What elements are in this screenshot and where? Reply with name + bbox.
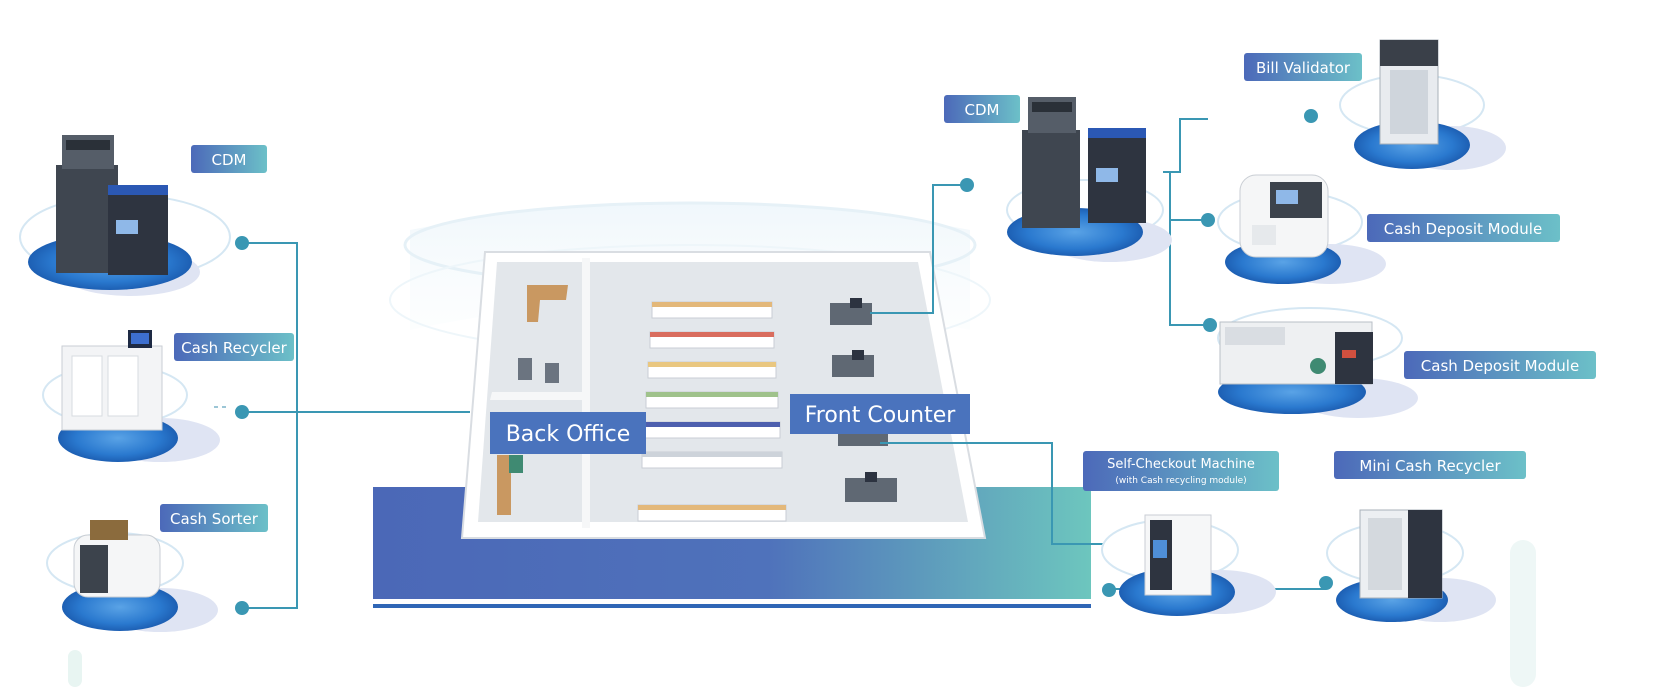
checkout-counters [830, 298, 897, 502]
tag-cash-sorter-text: Cash Sorter [170, 510, 259, 528]
zone-labels: Back Office Front Counter [490, 394, 970, 454]
tag-cash-recycler-text: Cash Recycler [181, 339, 287, 357]
tag-self-checkout-text: Self-Checkout Machine [1107, 457, 1255, 472]
tag-right-cdm: CDM [944, 95, 1020, 123]
connectors [214, 118, 1326, 609]
left-cash-sorter-device [73, 520, 161, 598]
tag-self-checkout: Self-Checkout Machine (with Cash recycli… [1083, 451, 1279, 491]
tag-cash-deposit-module-2: Cash Deposit Module [1404, 351, 1596, 379]
self-checkout-device [1144, 514, 1212, 596]
dot-cash-deposit-module-1 [1201, 213, 1215, 227]
store-shelves [637, 301, 787, 522]
device-tags: CDM Cash Recycler Cash Sorter CDM Bill V… [160, 53, 1596, 532]
tag-bill-validator: Bill Validator [1244, 53, 1362, 81]
dot-left-cdm [235, 236, 249, 250]
left-cash-recycler-device [61, 330, 163, 431]
dot-left-cash-recycler [235, 405, 249, 419]
tag-right-cdm-text: CDM [965, 101, 1000, 119]
back-office-desk [497, 285, 568, 515]
tag-bill-validator-text: Bill Validator [1256, 59, 1351, 77]
dot-left-cash-sorter [235, 601, 249, 615]
dot-self-checkout [1102, 583, 1116, 597]
tag-mini-cash-recycler-text: Mini Cash Recycler [1359, 457, 1501, 475]
dot-mini-cash-recycler [1319, 576, 1333, 590]
tag-cash-deposit-module-2-text: Cash Deposit Module [1421, 357, 1579, 375]
device-illustrations [56, 39, 1443, 599]
tag-cash-deposit-module-1: Cash Deposit Module [1367, 214, 1560, 242]
tag-mini-cash-recycler: Mini Cash Recycler [1334, 451, 1526, 479]
front-counter-text: Front Counter [805, 403, 957, 428]
front-counter-label: Front Counter [790, 394, 970, 434]
left-cdm-device [56, 135, 168, 275]
store-floorplan [460, 251, 987, 539]
right-cdm-device [1022, 97, 1146, 228]
cash-deposit-module-1-device [1239, 174, 1329, 258]
dot-right-cdm [960, 178, 974, 192]
tag-self-checkout-sub-text: (with Cash recycling module) [1115, 476, 1246, 486]
dot-cash-deposit-module-2 [1203, 318, 1217, 332]
back-office-text: Back Office [506, 422, 631, 447]
tag-cash-sorter: Cash Sorter [160, 504, 268, 532]
tag-cash-deposit-module-1-text: Cash Deposit Module [1384, 220, 1542, 238]
connector-dots [235, 109, 1333, 615]
bill-validator-device [1379, 39, 1439, 145]
cash-deposit-module-2-device [1219, 321, 1373, 385]
dot-bill-validator [1304, 109, 1318, 123]
tag-left-cdm-text: CDM [212, 151, 247, 169]
tag-cash-recycler: Cash Recycler [174, 333, 294, 361]
back-office-label: Back Office [490, 412, 646, 454]
tag-left-cdm: CDM [191, 145, 267, 173]
mini-cash-recycler-device [1359, 509, 1443, 599]
